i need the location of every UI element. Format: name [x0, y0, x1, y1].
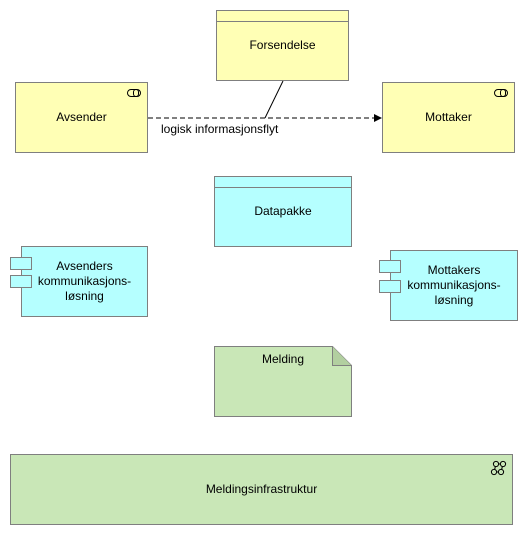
meldingsinfrastruktur-label: Meldingsinfrastruktur	[205, 482, 318, 496]
object-header-band	[217, 11, 348, 22]
role-icon	[127, 89, 141, 97]
network-icon	[490, 460, 507, 476]
forsendelse-label: Forsendelse	[249, 38, 316, 52]
association-edge	[264, 80, 284, 119]
role-icon	[494, 89, 508, 97]
melding-artifact[interactable]: Melding	[214, 346, 352, 417]
mottaker-role[interactable]: Mottaker	[382, 82, 515, 153]
datapakke-label: Datapakke	[254, 204, 312, 218]
avsenders-komponent[interactable]: Avsenders kommunikasjons- løsning	[21, 246, 148, 317]
object-header-band	[215, 177, 351, 188]
flow-label: logisk informasjonsflyt	[161, 122, 279, 136]
avsenders-komponent-label: Avsenders kommunikasjons- løsning	[37, 259, 132, 303]
avsender-role[interactable]: Avsender	[15, 82, 148, 153]
mottakers-komponent[interactable]: Mottakers kommunikasjons- løsning	[390, 250, 518, 321]
component-tab	[10, 275, 32, 288]
component-tab	[379, 260, 401, 273]
flow-arrowhead	[374, 114, 382, 122]
component-tab	[10, 257, 32, 270]
forsendelse-object[interactable]: Forsendelse	[216, 10, 349, 81]
component-tab	[379, 280, 401, 293]
mottaker-label: Mottaker	[425, 110, 472, 124]
artifact-shape	[214, 346, 352, 417]
avsender-label: Avsender	[56, 110, 107, 124]
datapakke-object[interactable]: Datapakke	[214, 176, 352, 247]
melding-label: Melding	[261, 352, 305, 366]
meldingsinfrastruktur-network[interactable]: Meldingsinfrastruktur	[10, 454, 513, 525]
mottakers-komponent-label: Mottakers kommunikasjons- løsning	[407, 263, 501, 307]
